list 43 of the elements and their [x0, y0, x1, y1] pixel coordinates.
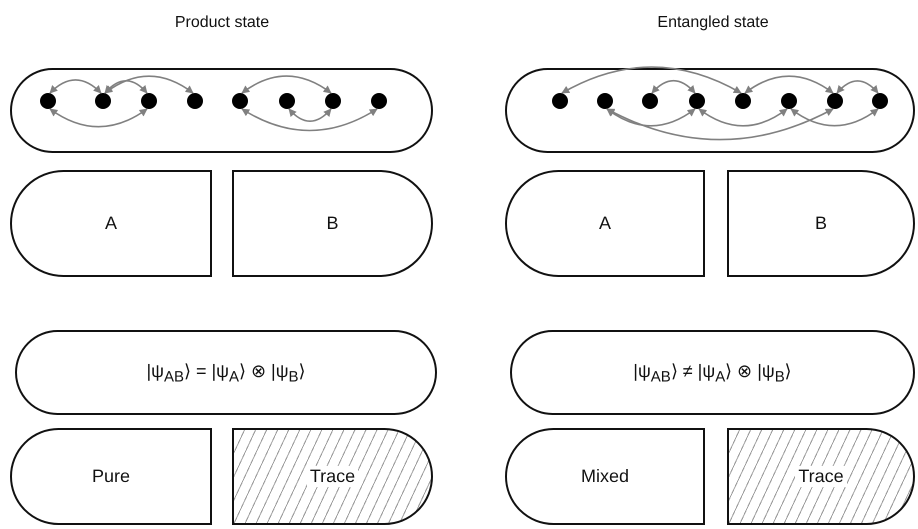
qubit-dot	[187, 93, 203, 109]
traced-panel	[232, 428, 433, 525]
double-arrow	[790, 108, 879, 126]
double-arrow	[744, 75, 834, 94]
double-arrow	[49, 108, 148, 128]
double-arrow	[104, 80, 148, 94]
qubit-dot	[552, 93, 568, 109]
column-heading: Product state	[174, 14, 270, 32]
double-arrow	[561, 66, 742, 94]
qubit-dot	[325, 93, 341, 109]
traced-panel	[727, 428, 915, 525]
state-panel	[10, 428, 212, 525]
qubit-dot	[642, 93, 658, 109]
column-heading: Entangled state	[657, 14, 769, 32]
state-panel	[505, 428, 705, 525]
double-arrow	[104, 75, 194, 94]
panel-label: Trace	[795, 466, 847, 487]
qubit-dot	[279, 93, 295, 109]
double-arrow	[651, 80, 696, 94]
panel-label: Trace	[306, 466, 358, 487]
subsystem-panel	[727, 170, 915, 277]
subsystem-panel	[232, 170, 433, 277]
subsystem-panel	[10, 170, 212, 277]
qubit-dot	[827, 93, 843, 109]
qubit-dot	[597, 93, 613, 109]
double-arrow	[836, 80, 879, 94]
qubit-dot	[689, 93, 705, 109]
double-arrow	[606, 108, 696, 127]
qubit-dot	[735, 93, 751, 109]
double-arrow	[698, 108, 788, 127]
qubit-dot	[232, 93, 248, 109]
double-arrow	[288, 108, 332, 122]
double-arrow	[241, 108, 378, 132]
double-arrow	[49, 79, 102, 94]
qubit-dot	[371, 93, 387, 109]
qubit-dot	[781, 93, 797, 109]
subsystem-panel	[505, 170, 705, 277]
double-arrow	[241, 75, 332, 94]
double-arrow	[606, 108, 834, 140]
qubit-dot	[872, 93, 888, 109]
qubit-dot	[40, 93, 56, 109]
qubit-dot	[95, 93, 111, 109]
qubit-dot	[141, 93, 157, 109]
